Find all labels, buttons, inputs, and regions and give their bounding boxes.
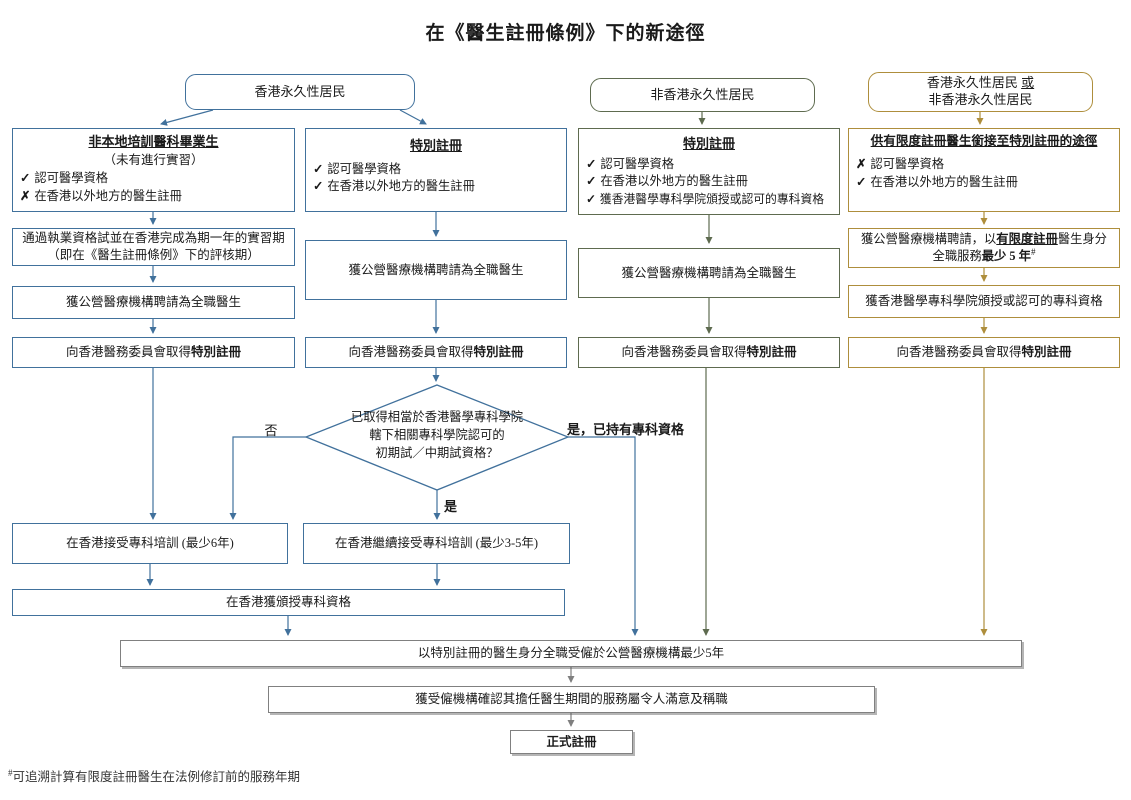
header-both-line1: 香港永久性居民 或 bbox=[926, 75, 1035, 91]
obtain-text: 向香港醫務委員會取得特別註冊 bbox=[348, 345, 524, 360]
box-employer-confirmation: 獲受僱機構確認其擔任醫生期間的服務屬令人滿意及稱職 bbox=[268, 686, 875, 713]
box-specialist-training-6y: 在香港接受專科培訓 (最少6年) bbox=[12, 523, 288, 564]
connector-hk-to-col1 bbox=[160, 109, 214, 126]
exam-line1: 通過執業資格試並在香港完成為期一年的實習期 bbox=[22, 230, 285, 245]
footnote-marker: # bbox=[8, 767, 13, 778]
entry-item: ✓認可醫學資格 bbox=[586, 156, 675, 171]
box-limited-registration-entry: 供有限度註冊醫生銜接至特別註冊的途徑 ✗認可醫學資格 ✓在香港以外地方的醫生註冊 bbox=[848, 128, 1120, 212]
label-no: 否 bbox=[264, 423, 278, 438]
header-hk-permanent-residents: 香港永久性居民 bbox=[185, 74, 415, 110]
footnote: #可追溯計算有限度註冊醫生在法例修訂前的服務年期 bbox=[8, 767, 301, 784]
obtain-text: 向香港醫務委員會取得特別註冊 bbox=[621, 345, 797, 360]
entry-title-col1: 非本地培訓醫科畢業生 bbox=[88, 134, 219, 149]
header-hk-label: 香港永久性居民 bbox=[254, 84, 346, 100]
entry-item: ✓在香港以外地方的醫生註冊 bbox=[586, 174, 748, 189]
box-special-registration-mc-col3: 向香港醫務委員會取得特別註冊 bbox=[578, 337, 840, 368]
header-non-hk-label: 非香港永久性居民 bbox=[650, 87, 755, 103]
box-full-registration: 正式註冊 bbox=[510, 730, 633, 754]
box-public-employment-col3: 獲公營醫療機構聘請為全職醫生 bbox=[578, 248, 840, 298]
entry-title-col2: 特別註冊 bbox=[409, 138, 462, 153]
box-employed-special-registration-5y: 以特別註冊的醫生身分全職受僱於公營醫療機構最少5年 bbox=[120, 640, 1022, 667]
check-icon: ✓ bbox=[313, 161, 324, 176]
check-icon: ✓ bbox=[586, 192, 596, 207]
entry-item: ✗認可醫學資格 bbox=[856, 157, 945, 171]
entry-title-col4: 供有限度註冊醫生銜接至特別註冊的途徑 bbox=[870, 134, 1098, 148]
box-limited-registration-service-5y: 獲公營醫療機構聘請，以有限度註冊醫生身分 全職服務最少 5 年# bbox=[848, 228, 1120, 268]
box-nonlocal-graduates-entry: 非本地培訓醫科畢業生 （未有進行實習） ✓認可醫學資格 ✗在香港以外地方的醫生註… bbox=[12, 128, 295, 212]
cross-icon: ✗ bbox=[856, 157, 867, 171]
box-special-registration-mc-col2: 向香港醫務委員會取得特別註冊 bbox=[305, 337, 567, 368]
entry-item: ✗在香港以外地方的醫生註冊 bbox=[20, 189, 182, 204]
check-icon: ✓ bbox=[856, 174, 867, 189]
connector-hk-to-col2 bbox=[399, 109, 427, 125]
entry-item: ✓認可醫學資格 bbox=[313, 161, 402, 176]
header-non-hk-permanent-residents: 非香港永久性居民 bbox=[590, 78, 815, 112]
box-special-registration-mc-col1: 向香港醫務委員會取得特別註冊 bbox=[12, 337, 295, 368]
cross-icon: ✗ bbox=[20, 189, 31, 204]
box-continue-training-3-5y: 在香港繼續接受專科培訓 (最少3-5年) bbox=[303, 523, 570, 564]
or-underlined: 或 bbox=[1021, 75, 1035, 91]
connector-decision-yes-specialist bbox=[568, 436, 639, 636]
check-icon: ✓ bbox=[586, 156, 597, 171]
box-special-registration-mc-col4: 向香港醫務委員會取得特別註冊 bbox=[848, 337, 1120, 368]
page-title: 在《醫生註冊條例》下的新途徑 bbox=[425, 23, 706, 44]
check-icon: ✓ bbox=[20, 171, 31, 186]
footnote-marker: # bbox=[1030, 246, 1036, 257]
connector-decision-no bbox=[229, 436, 306, 520]
box-special-registration-entry-col3: 特別註冊 ✓認可醫學資格 ✓在香港以外地方的醫生註冊 ✓獲香港醫學專科學院頒授或… bbox=[578, 128, 840, 215]
service-line2: 全職服務最少 5 年# bbox=[932, 246, 1036, 263]
check-icon: ✓ bbox=[313, 179, 324, 194]
entry-title-col3: 特別註冊 bbox=[682, 136, 735, 151]
box-public-employment-col2: 獲公營醫療機構聘請為全職醫生 bbox=[305, 240, 567, 300]
header-both-line2: 非香港永久性居民 bbox=[928, 92, 1033, 107]
entry-item: ✓在香港以外地方的醫生註冊 bbox=[856, 174, 1018, 189]
service-line1: 獲公營醫療機構聘請，以有限度註冊醫生身分 bbox=[861, 231, 1107, 246]
box-special-registration-entry-col2: 特別註冊 ✓認可醫學資格 ✓在香港以外地方的醫生註冊 bbox=[305, 128, 567, 212]
box-licensing-exam-internship: 通過執業資格試並在香港完成為期一年的實習期 （即在《醫生註冊條例》下的評核期） bbox=[12, 228, 295, 266]
obtain-text: 向香港醫務委員會取得特別註冊 bbox=[65, 345, 242, 360]
box-public-employment-col1: 獲公營醫療機構聘請為全職醫生 bbox=[12, 286, 295, 319]
entry-item: ✓認可醫學資格 bbox=[20, 171, 109, 186]
box-specialist-qualification-hk: 在香港獲頒授專科資格 bbox=[12, 589, 565, 616]
obtain-text: 向香港醫務委員會取得特別註冊 bbox=[896, 345, 1072, 360]
exam-line2: （即在《醫生註冊條例》下的評核期） bbox=[47, 248, 260, 262]
label-yes-specialist: 是，已持有專科資格 bbox=[567, 422, 685, 437]
box-academy-fellowship: 獲香港醫學專科學院頒授或認可的專科資格 bbox=[848, 285, 1120, 318]
entry-item: ✓獲香港醫學專科學院頒授或認可的專科資格 bbox=[586, 192, 825, 207]
label-yes: 是 bbox=[444, 499, 458, 514]
check-icon: ✓ bbox=[586, 174, 597, 189]
entry-item: ✓在香港以外地方的醫生註冊 bbox=[313, 179, 475, 194]
header-hk-or-non-hk-permanent-residents: 香港永久性居民 或 非香港永久性居民 bbox=[868, 72, 1093, 112]
decision-intermediate-exam: 已取得相當於香港醫學專科學院 轄下相關專科學院認可的 初期試／中期試資格？ bbox=[350, 410, 524, 460]
entry-subtitle-col1: （未有進行實習） bbox=[103, 152, 204, 167]
